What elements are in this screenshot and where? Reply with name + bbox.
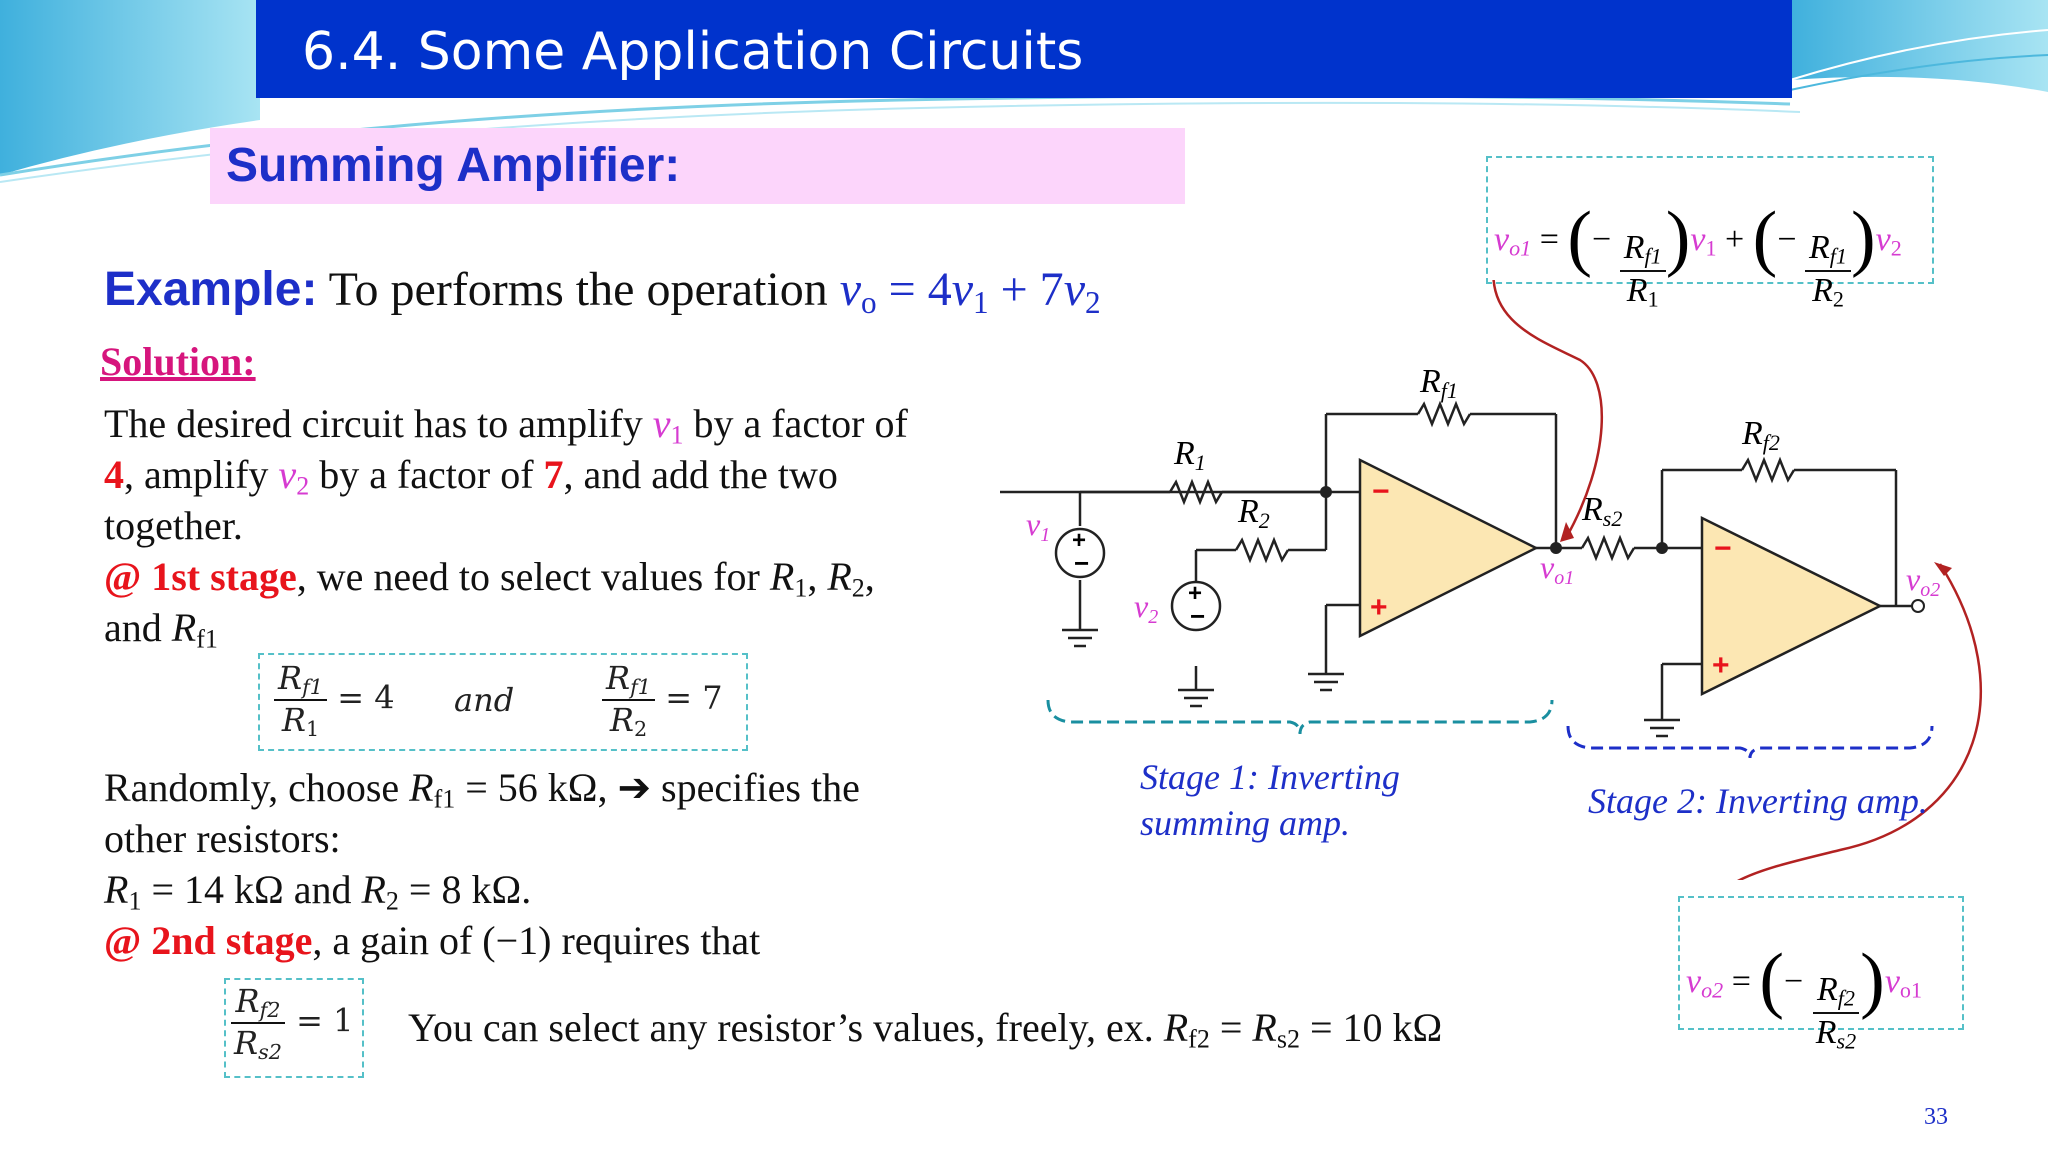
svg-text:−: −: [1190, 601, 1205, 631]
and-text: and: [454, 681, 515, 719]
svg-text:v1: v1: [1026, 506, 1050, 546]
solution-label: Solution:: [100, 339, 256, 384]
svg-text:−: −: [1074, 548, 1089, 578]
svg-text:vo2: vo2: [1906, 561, 1940, 601]
svg-text:R2: R2: [1237, 493, 1270, 533]
eq-vo: v: [839, 263, 862, 316]
solution-line-4: @ 1st stage, we need to select values fo…: [104, 554, 875, 603]
opamp-stage1: [1358, 457, 1539, 639]
svg-text:+: +: [1370, 591, 1388, 624]
solution-line-1: The desired circuit has to amplify v1 by…: [104, 401, 908, 450]
stage2-caption: Stage 2: Inverting amp.: [1588, 781, 1928, 821]
solution-line-9: @ 2nd stage, a gain of (−1) requires tha…: [104, 918, 761, 963]
stage2-brace: [1566, 725, 1934, 759]
subtitle-box: [210, 128, 1185, 204]
solution-line-10: You can select any resistor’s values, fr…: [408, 1005, 1443, 1054]
example-line: Example: To performs the operation vo = …: [104, 263, 1101, 320]
solution-line-5: and Rf1: [104, 605, 218, 654]
title-bar: [256, 0, 1792, 98]
arrow-vo2: [1737, 563, 1982, 880]
svg-text:+: +: [1712, 649, 1730, 682]
svg-text:−: −: [1714, 532, 1732, 565]
svg-text:v2: v2: [1134, 588, 1158, 628]
solution-line-2: 4, amplify v2 by a factor of 7, and add …: [104, 452, 838, 501]
slide-title: 6.4. Some Application Circuits: [302, 22, 1084, 82]
source-v1: [1054, 527, 1106, 579]
solution-line-8: R1 = 14 kΩ and R2 = 8 kΩ.: [104, 867, 532, 916]
svg-text:Rs2: Rs2: [1581, 491, 1622, 531]
solution-line-3: together.: [104, 503, 243, 548]
solution-line-6: Randomly, choose Rf1 = 56 kΩ, ➔ specifie…: [104, 765, 860, 814]
subtitle: Summing Amplifier:: [226, 139, 681, 192]
svg-text:−: −: [1372, 475, 1390, 508]
svg-text:Rf1: Rf1: [1419, 363, 1458, 403]
stage1-caption: Stage 1: Inverting summing amp.: [1140, 757, 1400, 843]
example-text: To performs the operation: [328, 263, 828, 316]
svg-text:+: +: [1072, 527, 1086, 554]
page-number: 33: [1924, 1104, 1948, 1130]
svg-text:Rf2: Rf2: [1741, 415, 1780, 455]
stage1-brace: [1046, 699, 1554, 735]
opamp-stage2: [1700, 515, 1883, 697]
svg-text:+: +: [1188, 580, 1202, 607]
source-v2: [1170, 580, 1222, 632]
circuit-diagram: + − + − − + − + Rf1 Rf2 R1 R2 Rs2 v1 v2 …: [1000, 280, 1982, 880]
example-label: Example:: [104, 263, 318, 316]
arrow-vo1: [1492, 280, 1604, 539]
solution-line-7: other resistors:: [104, 816, 341, 861]
svg-text:R1: R1: [1173, 435, 1206, 475]
background-swoosh: [0, 0, 2048, 183]
svg-text:vo1: vo1: [1540, 549, 1574, 589]
